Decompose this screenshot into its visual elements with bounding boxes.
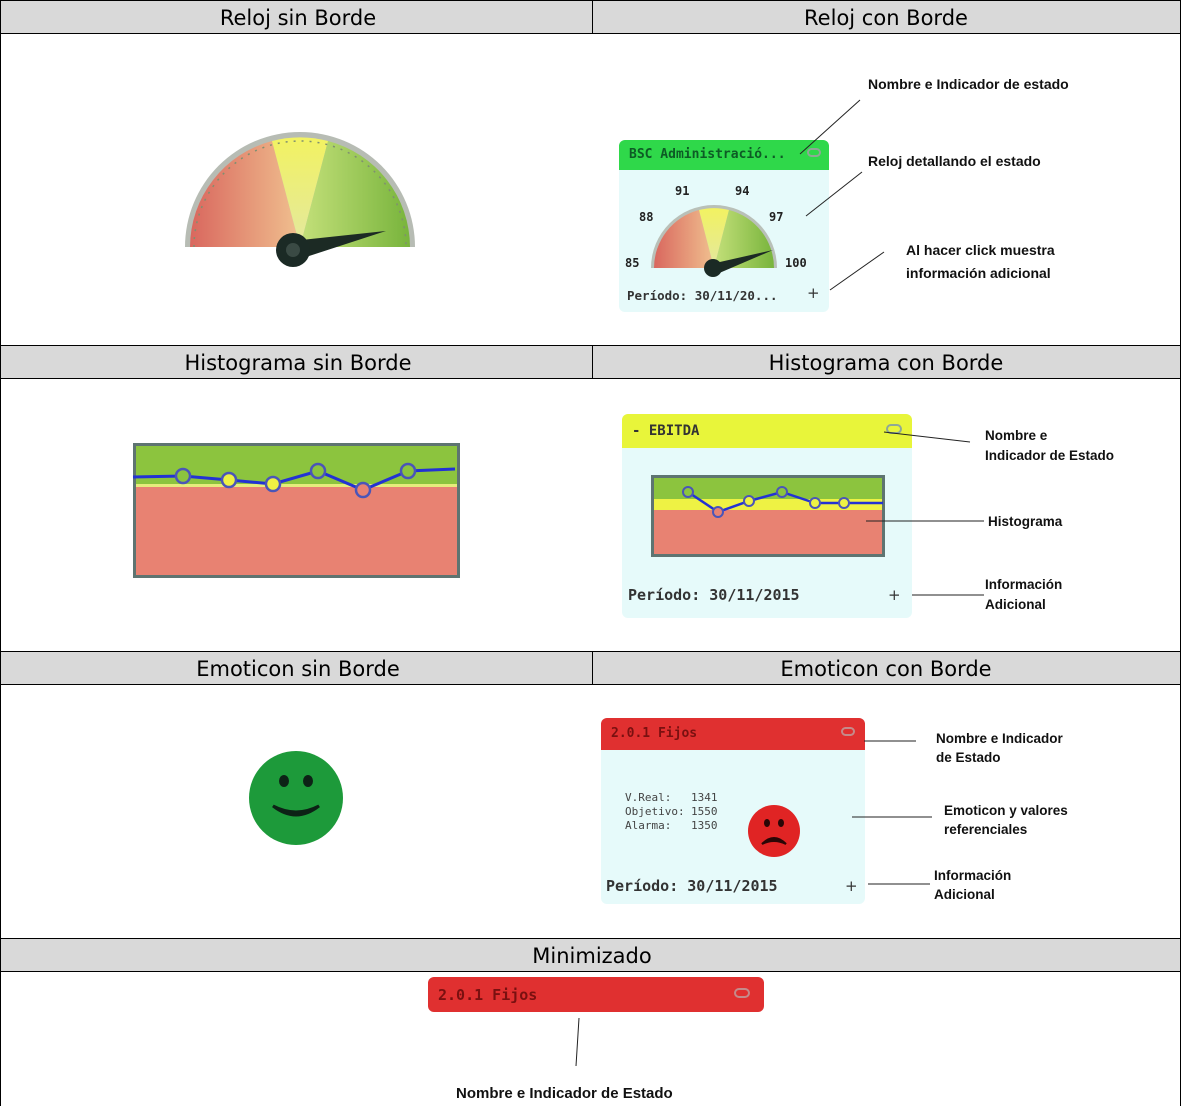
gauge-tick-label: 94 (735, 184, 750, 198)
annotation-info: Información (985, 577, 1063, 592)
annotation-name-status: Nombre e Indicador de estado (868, 76, 1069, 92)
header-clock-border: Reloj con Borde (804, 6, 968, 30)
annotation-name-status: Nombre e Indicador (936, 731, 1063, 746)
annotation-lines (799, 99, 885, 291)
smiley-happy-icon (249, 751, 343, 845)
annotation-click-line1: Al hacer click muestra (906, 242, 1055, 258)
annotation-lines (575, 1017, 580, 1067)
alarm-label: Alarma: (625, 819, 672, 832)
gauge-tick-label: 97 (769, 210, 784, 224)
header-emo-plain: Emoticon sin Borde (196, 657, 400, 681)
annotation-emoticon: referenciales (944, 822, 1028, 837)
link-icon[interactable] (734, 988, 750, 998)
annotation-emoticon: Emoticon y valores (944, 803, 1068, 818)
real-label: V.Real: (625, 791, 672, 804)
gauge-widget-card[interactable]: BSC Administració... 91 94 88 97 85 100 … (619, 140, 829, 312)
histogram-card-period: Período: 30/11/2015 (628, 586, 800, 604)
table-right-border (1180, 0, 1181, 1106)
emoticon-widget-card[interactable]: 2.0.1 Fijos V.Real: 1341 Objetivo: 1550 … (601, 718, 865, 904)
emoticon-card-header[interactable]: 2.0.1 Fijos (601, 718, 865, 750)
annotation-histogram: Histograma (988, 514, 1063, 529)
emoticon-card-period: Período: 30/11/2015 (606, 877, 778, 895)
gauge-icon (185, 132, 415, 267)
annotation-gauge: Reloj detallando el estado (868, 153, 1041, 169)
target-value: 1550 (691, 805, 718, 818)
gauge-tick-label: 85 (625, 256, 640, 270)
column-divider (592, 345, 593, 379)
alarm-value: 1350 (691, 819, 718, 832)
link-icon[interactable] (841, 727, 855, 736)
column-divider (592, 0, 593, 34)
annotation-name-status: Nombre e Indicador de Estado (456, 1085, 673, 1102)
minimized-widget-header[interactable]: 2.0.1 Fijos (428, 977, 764, 1012)
smiley-sad-icon (748, 805, 800, 857)
annotation-info: Adicional (985, 597, 1046, 612)
header-clock-plain: Reloj sin Borde (219, 6, 377, 30)
annotation-lines (852, 740, 932, 885)
column-divider (592, 651, 593, 685)
gauge-card-header[interactable]: BSC Administració... (619, 140, 829, 170)
annotation-info: Adicional (934, 887, 995, 902)
header-row-histogram: Histograma sin Borde Histograma con Bord… (0, 345, 1181, 379)
gauge-tick-label: 88 (639, 210, 654, 224)
gauge-card-period: Período: 30/11/20... (627, 288, 778, 303)
annotation-name-status: Nombre e (985, 428, 1048, 443)
minimized-card-title: 2.0.1 Fijos (438, 986, 538, 1004)
expand-plus-button[interactable]: + (888, 586, 901, 604)
histogram-icon (132, 443, 460, 578)
target-label: Objetivo: (625, 805, 685, 818)
histogram-widget-card[interactable]: - EBITDA Período: 30/11/2015 + (622, 414, 912, 618)
header-minimized: Minimizado (532, 944, 652, 968)
annotation-click-line2: información adicional (906, 265, 1051, 281)
annotation-name-status: Indicador de Estado (985, 448, 1115, 463)
emoticon-card-title: 2.0.1 Fijos (611, 726, 698, 741)
gauge-tick-label: 100 (785, 256, 807, 270)
histogram-card-title: - EBITDA (632, 423, 700, 439)
histogram-icon (651, 475, 885, 557)
header-hist-plain: Histograma sin Borde (184, 351, 412, 375)
annotation-lines (866, 431, 984, 596)
header-row-clock: Reloj sin Borde Reloj con Borde (0, 0, 1181, 34)
histogram-card-header[interactable]: - EBITDA (622, 414, 912, 448)
gauge-card-title: BSC Administració... (629, 147, 786, 162)
table-left-border (0, 0, 1, 1106)
header-emo-border: Emoticon con Borde (780, 657, 992, 681)
real-value: 1341 (691, 791, 718, 804)
expand-plus-button[interactable]: + (807, 284, 820, 302)
link-icon[interactable] (807, 148, 821, 157)
gauge-icon (651, 205, 777, 277)
header-row-minimized: Minimizado (0, 938, 1181, 972)
gauge-tick-label: 91 (675, 184, 690, 198)
annotation-info: Información (934, 868, 1012, 883)
annotation-name-status: de Estado (936, 750, 1001, 765)
header-row-emoticon: Emoticon sin Borde Emoticon con Borde (0, 651, 1181, 685)
header-hist-border: Histograma con Borde (768, 351, 1004, 375)
expand-plus-button[interactable]: + (845, 877, 858, 895)
